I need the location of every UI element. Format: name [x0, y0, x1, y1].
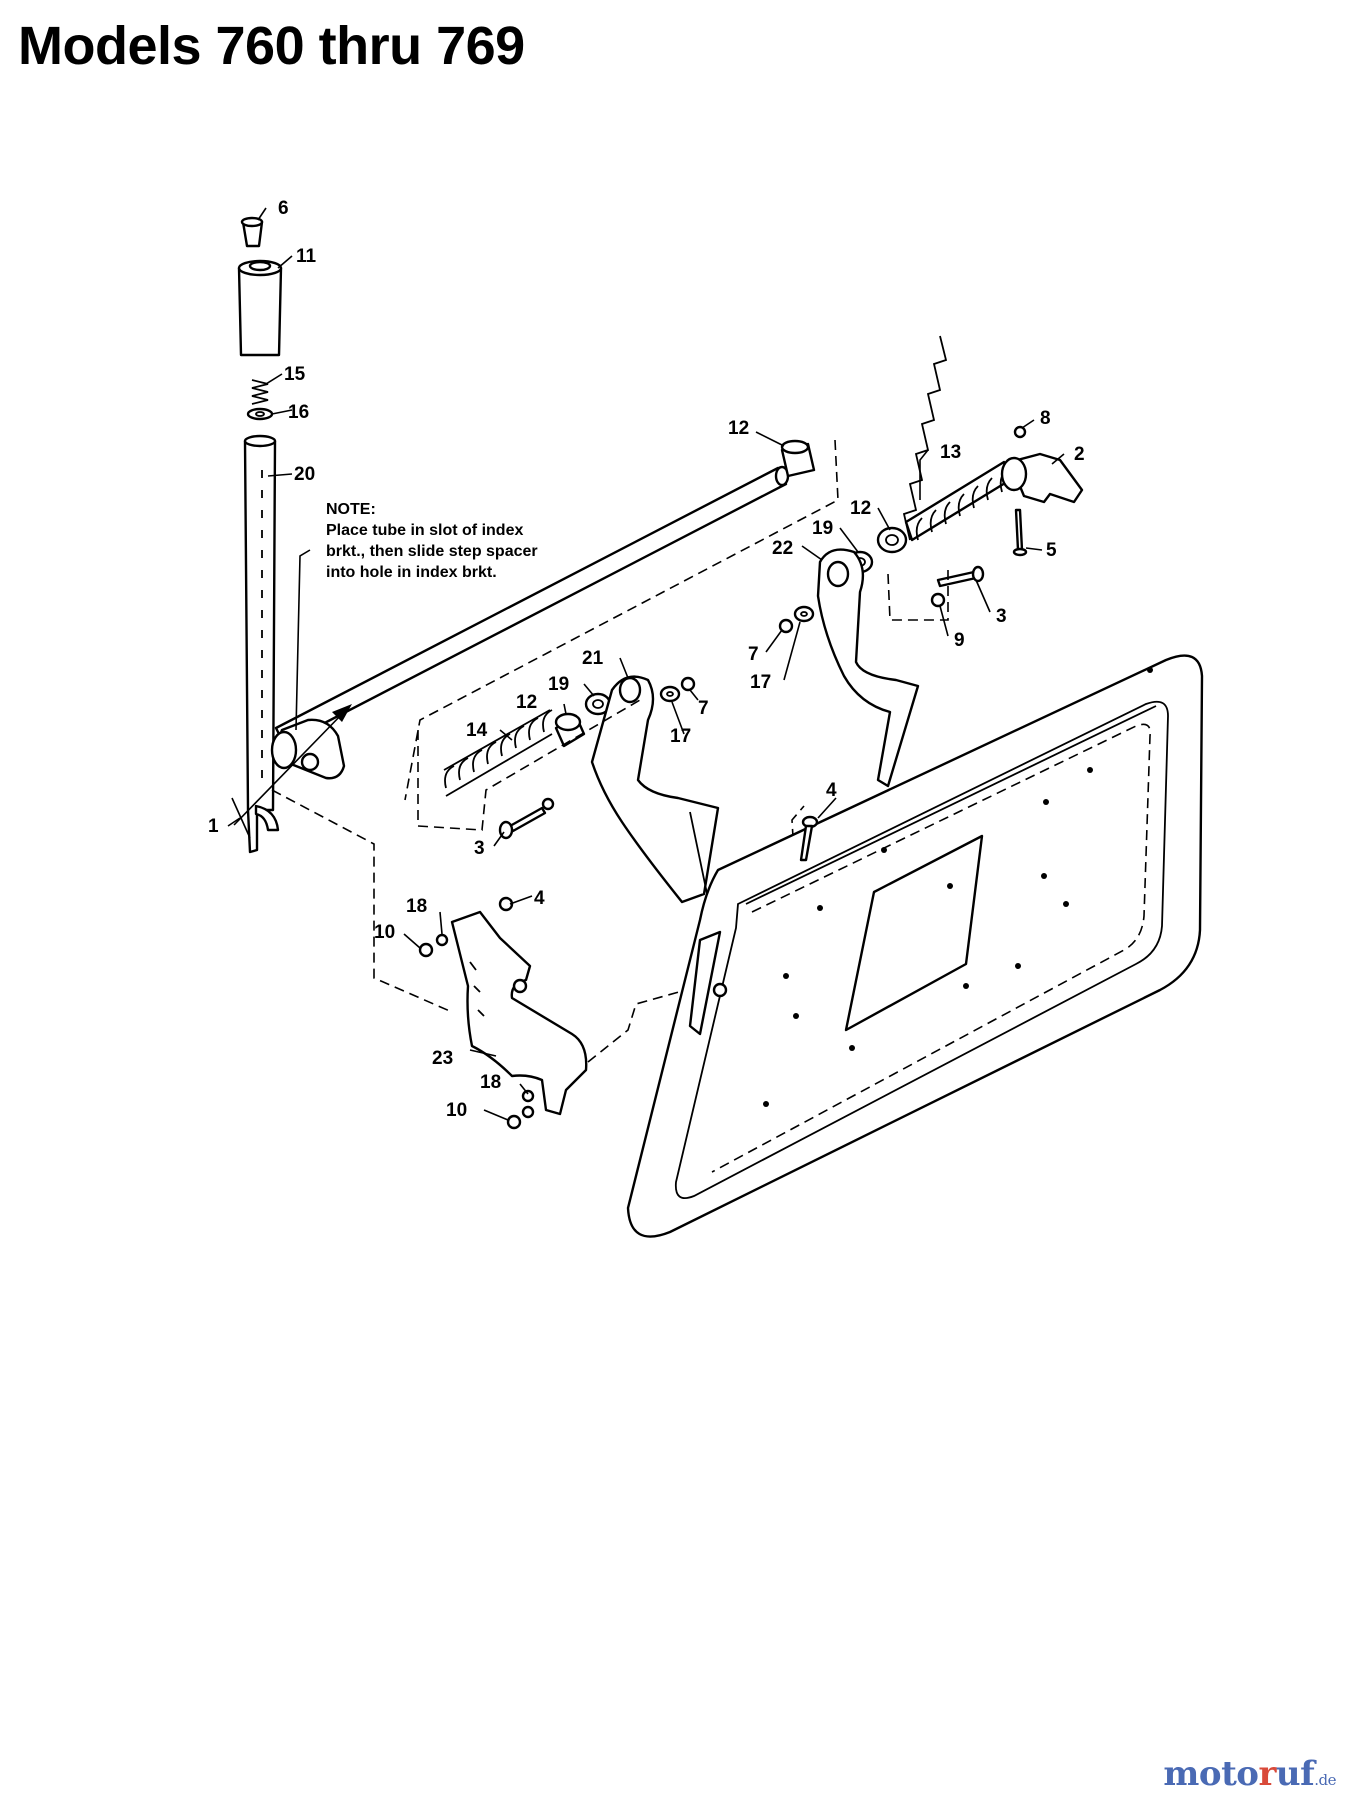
callout-7-right: 7 [748, 644, 759, 665]
footrest-frame-part [626, 654, 1204, 1238]
nut-10a-part [418, 942, 434, 958]
lever-tube-part [243, 434, 280, 854]
note-line-1: Place tube in slot of index [326, 522, 523, 539]
page-title: Models 760 thru 769 [18, 16, 525, 76]
callout-21: 21 [582, 648, 604, 669]
callout-6: 6 [278, 198, 289, 219]
bolt-4b-part [799, 815, 819, 862]
callout-18-lower: 18 [480, 1072, 501, 1093]
callout-14: 14 [466, 720, 488, 741]
washer-part [246, 407, 274, 421]
callout-7-left: 7 [698, 698, 709, 719]
assembly-note: NOTE: Place tube in slot of index brkt.,… [326, 501, 538, 581]
callout-11: 11 [296, 246, 317, 267]
nut-9-part [930, 592, 946, 608]
callout-10-upper: 10 [374, 922, 395, 943]
bolt-5-part [1012, 508, 1028, 557]
callout-10-lower: 10 [446, 1100, 467, 1121]
callout-2: 2 [1074, 444, 1085, 465]
callout-5: 5 [1046, 540, 1057, 561]
callout-labels: 6 11 15 16 20 1 12 8 2 13 12 19 22 5 3 9… [208, 198, 1085, 1121]
callout-9: 9 [954, 630, 965, 651]
spacer-mid-part [876, 526, 908, 554]
dash-guide-top [404, 439, 839, 801]
index-plate-part [450, 910, 588, 1116]
washer-18b-part [521, 1105, 535, 1119]
washer-18c-part [521, 1089, 535, 1103]
spring-right-part [902, 335, 1012, 542]
spring-small-part [251, 379, 269, 405]
callout-12-top: 12 [728, 418, 749, 439]
callout-3-left: 3 [474, 838, 485, 859]
spacer-top-part [780, 439, 816, 478]
index-bracket-part [270, 718, 346, 780]
watermark-brand-post: uf [1275, 1754, 1315, 1794]
spring-left-part [443, 709, 553, 797]
watermark-brand-pre: moto [1163, 1754, 1259, 1794]
nut-10b-part [506, 1114, 522, 1130]
callout-17-left: 17 [670, 726, 691, 747]
callout-16: 16 [288, 402, 309, 423]
callout-12-mid: 12 [850, 498, 871, 519]
note-heading: NOTE: [326, 501, 376, 518]
callout-18-upper: 18 [406, 896, 427, 917]
watermark-tld: .de [1314, 1771, 1336, 1789]
leader-lines [227, 207, 1065, 1121]
callout-20: 20 [294, 464, 315, 485]
watermark-logo: motoruf.de [1163, 1754, 1336, 1794]
nut-7b-part [680, 676, 696, 692]
pivot-bracket-right-part [1000, 425, 1084, 504]
note-line-2: brkt., then slide step spacer [326, 543, 538, 560]
callout-1: 1 [208, 816, 219, 837]
callout-19-left: 19 [548, 674, 569, 695]
dash-guide-bracket [271, 789, 453, 1013]
callout-15: 15 [284, 364, 306, 385]
bolt-3a-part [936, 565, 985, 588]
dash-guide-left [417, 699, 641, 831]
callout-23: 23 [432, 1048, 453, 1069]
watermark-brand-mid: r [1258, 1754, 1276, 1794]
pedal-arm-right-part [816, 548, 920, 788]
knob-cap-part [240, 216, 264, 248]
callout-4-right: 4 [826, 780, 837, 801]
callout-22: 22 [772, 538, 793, 559]
callout-12-left: 12 [516, 692, 537, 713]
dash-guide-right [887, 570, 949, 621]
callout-17-right: 17 [750, 672, 771, 693]
note-line-3: into hole in index brkt. [326, 564, 497, 581]
arrow-part-1 [231, 704, 352, 839]
washer-17a-part [793, 605, 815, 623]
callout-13: 13 [940, 442, 961, 463]
spacer-left-part [554, 712, 586, 748]
callout-19-right: 19 [812, 518, 833, 539]
handle-grip-part [237, 259, 283, 357]
bolt-3b-part [498, 797, 555, 840]
callout-3-right: 3 [996, 606, 1007, 627]
callout-4-left: 4 [534, 888, 545, 909]
washer-18a-part [435, 933, 449, 947]
nut-7a-part [778, 618, 794, 634]
callout-8: 8 [1040, 408, 1051, 429]
washer-17b-part [659, 685, 681, 703]
